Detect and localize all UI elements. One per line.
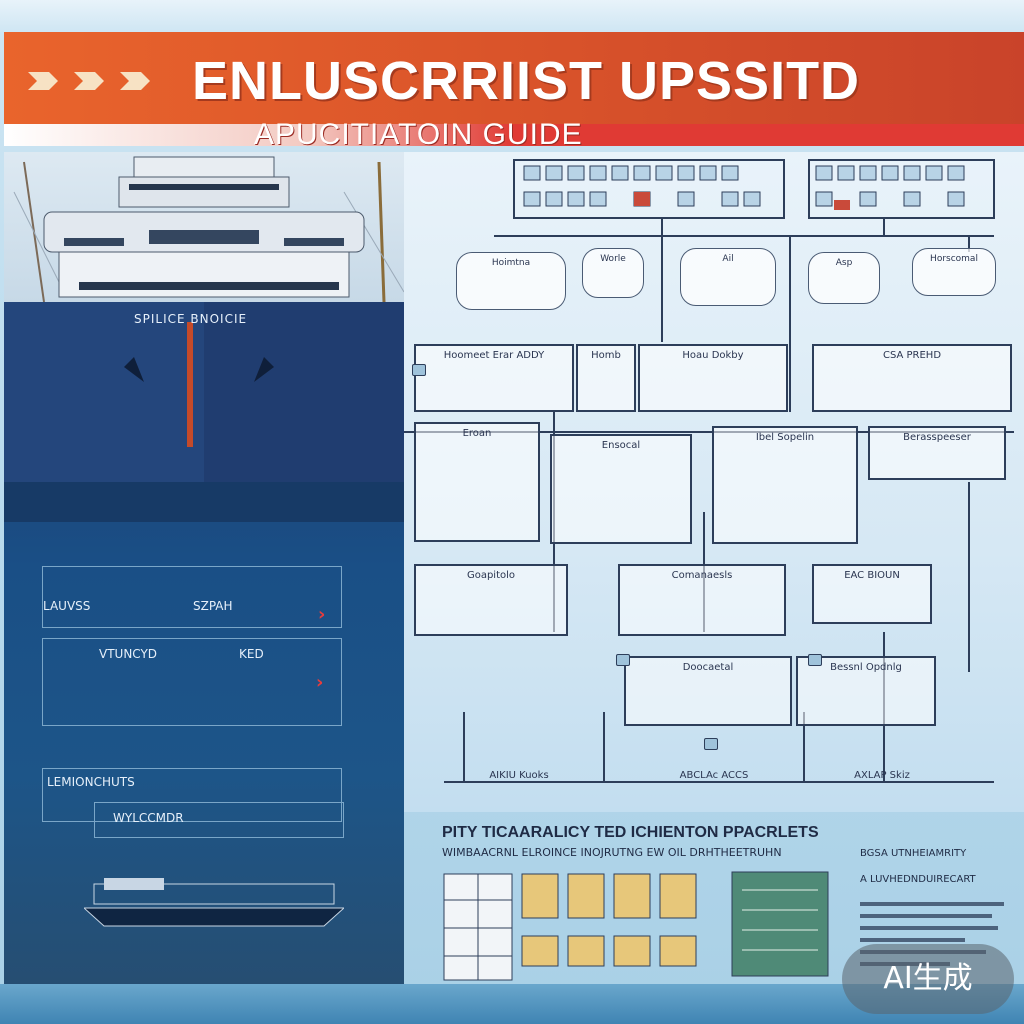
- cloud-node: Horscomal: [912, 248, 996, 296]
- node-icon: [412, 364, 426, 376]
- diagram-label: AXLAP Skiz: [854, 770, 910, 781]
- ship-panel: SPILICE BNOICIE LAUVSS SZPAH › VTUNCYD K…: [4, 152, 404, 984]
- diagram-node: Eroan: [414, 422, 540, 542]
- cloud-node: Worle: [582, 248, 644, 298]
- diagram-node: Homb: [576, 344, 636, 412]
- equipment-illustration: [443, 871, 829, 981]
- list-item: LAUVSS SZPAH: [42, 566, 342, 628]
- chevron-icon: [74, 72, 104, 90]
- diagram-node: Hoau Dokby: [638, 344, 788, 412]
- section-title: PITY TICAARALICY TED ICHIENTON PPACRLETS: [442, 824, 819, 841]
- architecture-diagram: Hoimtna Worle Ail Asp Horscomal Hoomeet …: [404, 152, 1024, 812]
- ship-illustration: [4, 156, 404, 522]
- list-item: LEMIONCHUTS: [42, 768, 342, 822]
- top-sky-strip: [0, 0, 1024, 32]
- side-subtitle: A LUVHEDNDUIRECART: [860, 874, 976, 885]
- node-icon: [808, 654, 822, 666]
- diagram-node: Goapitolo: [414, 564, 568, 636]
- banner-red-stripe: [4, 124, 1024, 146]
- ai-watermark: AI生成: [842, 944, 1014, 1014]
- cloud-node: Hoimtna: [456, 252, 566, 310]
- diagram-node: Hoomeet Erar ADDY: [414, 344, 574, 412]
- node-icon: [616, 654, 630, 666]
- diagram-node: Comanaesls: [618, 564, 786, 636]
- diagram-label: ABCLAc ACCS: [679, 770, 749, 781]
- diagram-node: Doocaetal: [624, 656, 792, 726]
- cloud-node: Ail: [680, 248, 776, 306]
- cloud-node: Asp: [808, 252, 880, 304]
- page-subtitle: APUCITIATOIN GUIDE: [254, 118, 583, 151]
- list-item: WYLCCMDR: [94, 802, 344, 838]
- chevron-icon: [28, 72, 58, 90]
- diagram-node: EAC BIOUN: [812, 564, 932, 624]
- bottom-section: PITY TICAARALICY TED ICHIENTON PPACRLETS…: [404, 812, 1024, 984]
- mini-ship-icon: [84, 878, 344, 927]
- diagram-label: AIKIU Kuoks: [489, 770, 549, 781]
- header-banner: ENLUSCRRIIST UPSSITD APUCITIATOIN GUIDE: [4, 32, 1024, 152]
- chevron-icon: [120, 72, 150, 90]
- banner-orange-band: [4, 32, 1024, 124]
- diagram-node: Ensocal: [550, 434, 692, 544]
- list-item: VTUNCYD KED: [42, 638, 342, 726]
- side-title: BGSA UTNHEIAMRITY: [860, 848, 967, 859]
- section-subtitle: WIMBAACRNL ELROINCE INOJRUTNG EW OIL DRH…: [442, 846, 782, 859]
- hull-label: SPILICE BNOICIE: [134, 312, 248, 326]
- page-title: ENLUSCRRIIST UPSSITD: [192, 51, 861, 111]
- arrow-right-icon[interactable]: ›: [316, 672, 324, 693]
- diagram-node: CSA PREHD: [812, 344, 1012, 412]
- diagram-node: Bessnl Opdnlg: [796, 656, 936, 726]
- diagram-node: Ibel Sopelin: [712, 426, 858, 544]
- arrow-right-icon[interactable]: ›: [318, 604, 326, 625]
- diagram-node: Berasspeeser: [868, 426, 1006, 480]
- node-icon: [704, 738, 718, 750]
